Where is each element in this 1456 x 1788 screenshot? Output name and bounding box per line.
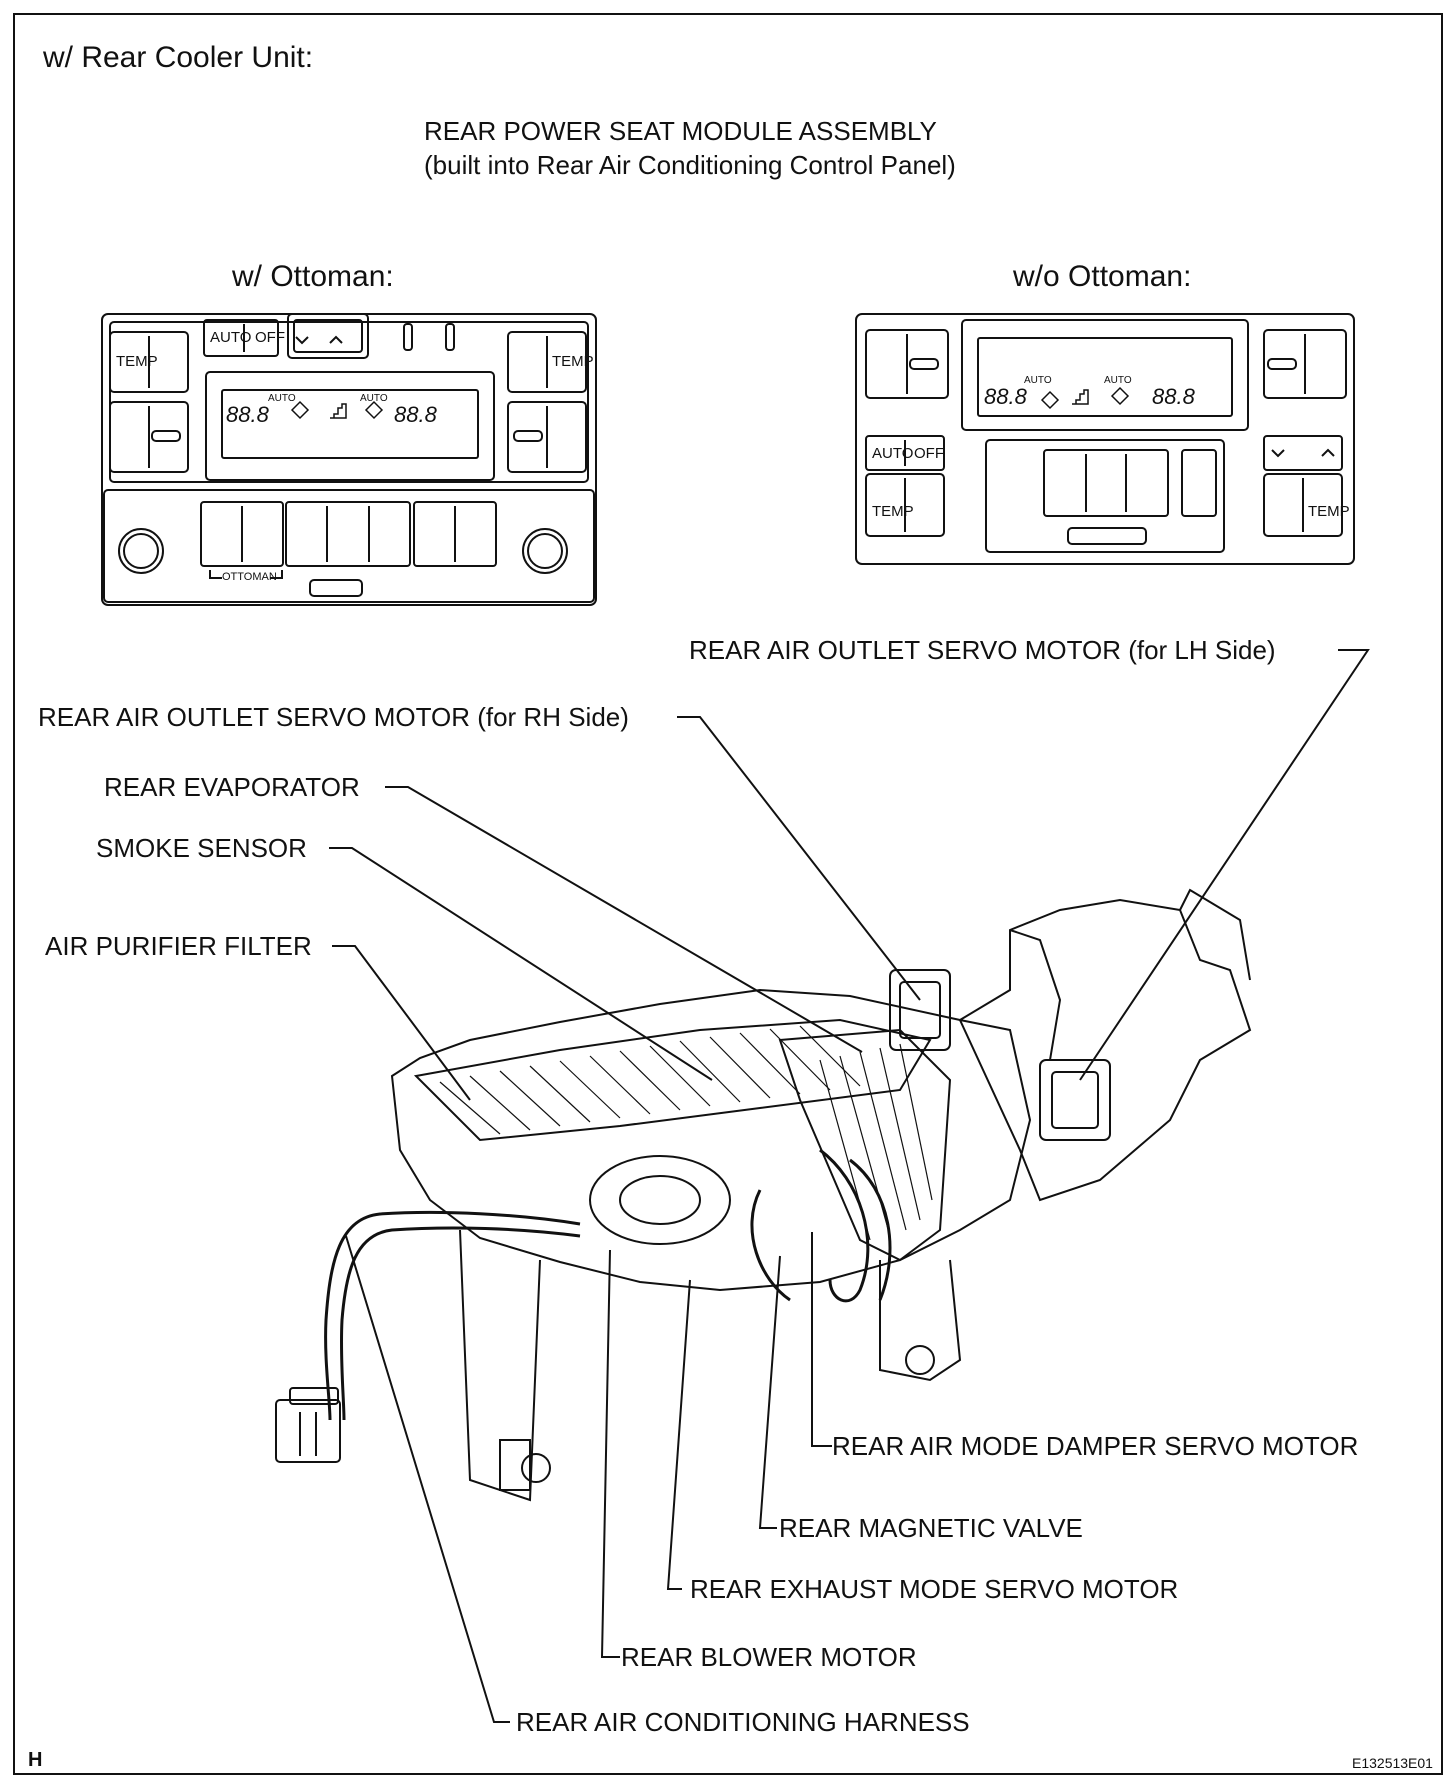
no-ottoman-display-left: 88.8 (984, 384, 1027, 409)
ottoman-temp-right-label: TEMP (552, 353, 594, 370)
no-ottoman-display-auto-right: AUTO (1104, 375, 1132, 386)
control-panel-with-ottoman (101, 313, 597, 606)
ottoman-section-label: OTTOMAN (222, 571, 277, 583)
ottoman-auto-label: AUTO (210, 329, 252, 346)
no-ottoman-display-auto-left: AUTO (1024, 375, 1052, 386)
assembly-subtitle: (built into Rear Air Conditioning Contro… (424, 150, 956, 180)
label-air-purifier-filter: AIR PURIFIER FILTER (45, 931, 312, 961)
label-smoke-sensor: SMOKE SENSOR (96, 833, 307, 863)
label-outlet-servo-lh: REAR AIR OUTLET SERVO MOTOR (for LH Side… (689, 635, 1276, 665)
without-ottoman-caption: w/o Ottoman: (1013, 260, 1192, 293)
assembly-title: REAR POWER SEAT MODULE ASSEMBLY (424, 116, 937, 146)
no-ottoman-display-right: 88.8 (1152, 384, 1195, 409)
diagram-frame (13, 13, 1443, 1775)
label-rear-evaporator: REAR EVAPORATOR (104, 772, 360, 802)
label-mode-damper-servo: REAR AIR MODE DAMPER SERVO MOTOR (832, 1431, 1359, 1461)
figure-id: E132513E01 (1352, 1755, 1433, 1771)
no-ottoman-auto-label: AUTO (872, 445, 914, 462)
label-outlet-servo-rh: REAR AIR OUTLET SERVO MOTOR (for RH Side… (38, 702, 629, 732)
ottoman-display-auto-right: AUTO (360, 393, 388, 404)
ottoman-display-left: 88.8 (226, 402, 269, 427)
label-magnetic-valve: REAR MAGNETIC VALVE (779, 1513, 1083, 1543)
ottoman-off-label: OFF (255, 329, 285, 346)
section-title: w/ Rear Cooler Unit: (43, 41, 314, 74)
no-ottoman-temp-right-label: TEMP (1308, 503, 1350, 520)
ottoman-temp-left-label: TEMP (116, 353, 158, 370)
no-ottoman-temp-left-label: TEMP (872, 503, 914, 520)
label-ac-harness: REAR AIR CONDITIONING HARNESS (516, 1707, 970, 1737)
rear-cooler-unit-illustration (275, 888, 1252, 1502)
ottoman-display-right: 88.8 (394, 402, 437, 427)
no-ottoman-off-label: OFF (914, 445, 944, 462)
corner-letter: H (28, 1749, 43, 1771)
ottoman-display-auto-left: AUTO (268, 393, 296, 404)
label-blower-motor: REAR BLOWER MOTOR (621, 1642, 917, 1672)
label-exhaust-mode-servo: REAR EXHAUST MODE SERVO MOTOR (690, 1574, 1179, 1604)
control-panel-without-ottoman (855, 313, 1355, 565)
with-ottoman-caption: w/ Ottoman: (232, 260, 394, 293)
leader-lines (329, 649, 1370, 1723)
